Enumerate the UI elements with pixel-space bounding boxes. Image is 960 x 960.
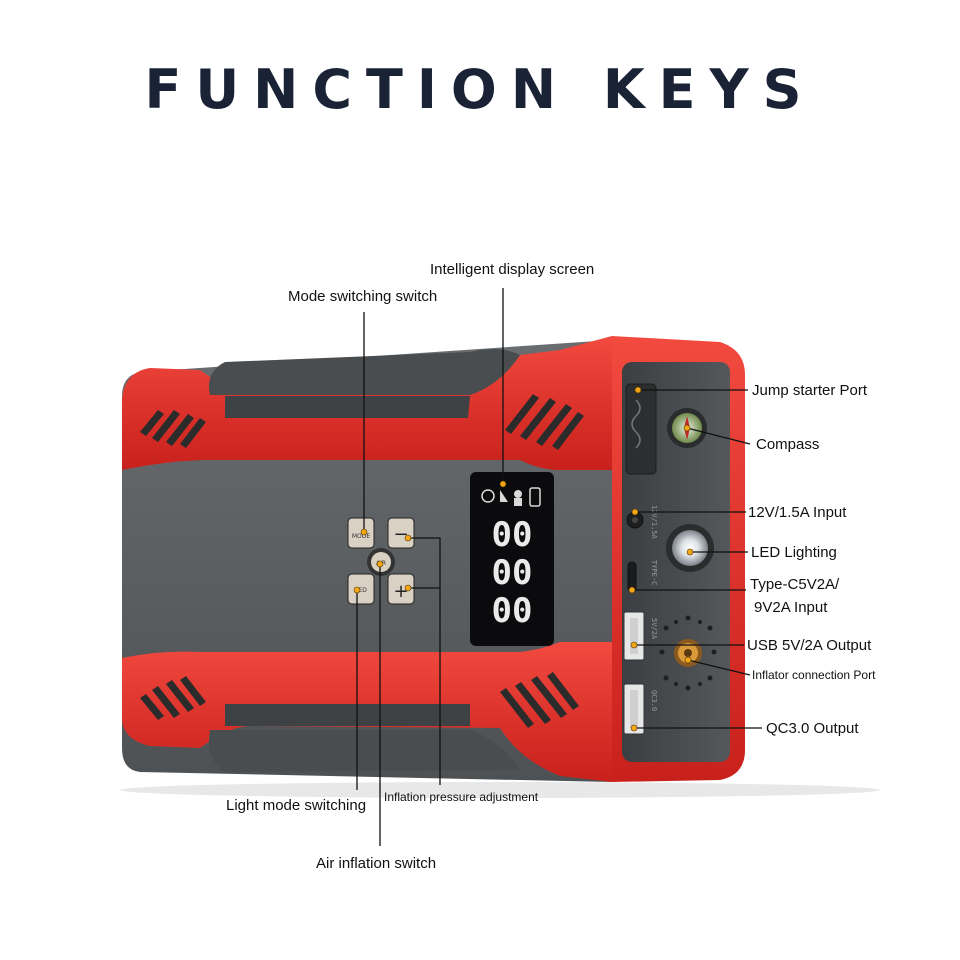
callout-inflation-pressure: Inflation pressure adjustment (384, 790, 539, 804)
display-screen: 00 00 00 (470, 472, 554, 646)
mode-button-label: MODE (352, 533, 371, 540)
callout-leaders (353, 288, 762, 846)
device-front (122, 336, 612, 782)
callout-typec-line1: Type-C5V2A/ (750, 576, 840, 593)
display-digits-row-1: 00 (492, 515, 533, 555)
callout-dc-input: 12V/1.5A Input (748, 504, 847, 521)
usb-port-label: 5V/2A (650, 618, 658, 640)
usb-port[interactable]: 5V/2A (623, 611, 658, 661)
callout-jump-starter: Jump starter Port (752, 382, 868, 399)
callout-mode-switch: Mode switching switch (288, 288, 437, 305)
dc-input-port[interactable]: 12V/1.5A (626, 505, 658, 540)
callout-air-inflation: Air inflation switch (316, 855, 436, 872)
plus-button[interactable]: + (387, 573, 415, 605)
qc-port[interactable]: QC3.0 (623, 683, 658, 735)
light-button[interactable]: LED (347, 573, 375, 605)
display-digits-row-2: 00 (492, 553, 533, 593)
display-digits-row-3: 00 (492, 591, 533, 631)
callout-usb-output: USB 5V/2A Output (747, 637, 872, 654)
led-light (666, 524, 714, 572)
callout-display-screen: Intelligent display screen (430, 261, 594, 278)
minus-button[interactable]: − (387, 517, 415, 549)
page-title: FUNCTION KEYS (144, 58, 816, 121)
jump-starter-port[interactable] (625, 383, 657, 475)
callout-qc-output: QC3.0 Output (766, 720, 859, 737)
floor-shadow (120, 782, 880, 798)
dc-input-port-label: 12V/1.5A (650, 505, 658, 540)
callout-light-mode: Light mode switching (226, 797, 366, 814)
display-icons (481, 487, 541, 507)
inflator-port[interactable] (659, 615, 717, 691)
callout-compass: Compass (756, 436, 819, 453)
callout-typec-line2: 9V2A Input (754, 599, 828, 616)
callout-led-lighting: LED Lighting (751, 544, 837, 561)
typec-port[interactable]: TYPE-C (627, 560, 658, 593)
plus-button-label: + (393, 581, 408, 602)
keypad: MODE − AIR LED + (347, 517, 415, 605)
qc-port-label: QC3.0 (650, 690, 658, 711)
callout-inflator-port: Inflator connection Port (752, 668, 876, 682)
light-button-label: LED (355, 587, 367, 594)
minus-button-label: − (393, 524, 408, 545)
typec-port-label: TYPE-C (650, 560, 658, 585)
